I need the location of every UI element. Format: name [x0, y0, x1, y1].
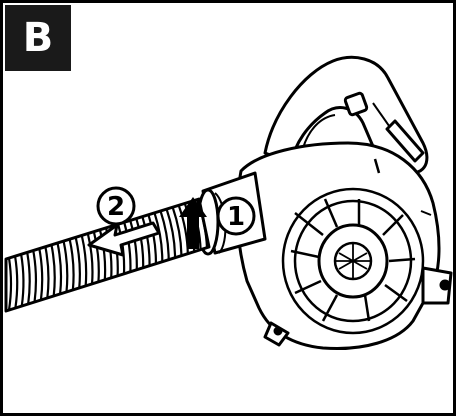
hose-rib	[38, 248, 44, 301]
hose-rib	[135, 218, 145, 269]
hose-rib	[7, 257, 13, 311]
hose-rib	[44, 246, 50, 299]
callout-1-number: 1	[227, 202, 245, 232]
intake-grille	[281, 187, 425, 335]
hose-rib	[92, 231, 100, 283]
hose-rib	[13, 255, 19, 309]
hose-rib	[74, 237, 81, 289]
hose-rib	[171, 207, 183, 257]
hose-rib	[177, 205, 189, 255]
hose-rib	[165, 209, 177, 259]
hose-rib	[80, 235, 88, 287]
flex-hose	[4, 197, 211, 313]
hose-rib	[129, 220, 138, 271]
hose-rib	[20, 254, 25, 307]
hose-rib	[26, 252, 31, 305]
hose-rib	[50, 244, 56, 297]
hose-rib	[141, 216, 151, 267]
hose-rib	[32, 250, 38, 303]
up-arrow	[179, 197, 207, 249]
hose-rib	[195, 199, 209, 249]
hose-rib	[147, 214, 158, 265]
hose-rib	[98, 229, 107, 281]
left-arrow	[87, 221, 161, 257]
hose-rib	[68, 239, 75, 291]
callout-1: 1	[216, 196, 256, 236]
hose-rib	[159, 210, 170, 261]
hose-rib	[56, 242, 63, 295]
hose-rib	[123, 222, 132, 273]
blower-handle	[263, 55, 429, 175]
hose-rib	[62, 240, 69, 293]
blower-diagram: 1 2	[4, 55, 453, 350]
hose-rib	[153, 212, 164, 263]
hose-rib	[86, 233, 94, 285]
callout-2: 2	[96, 186, 136, 226]
step-label-badge: B	[5, 5, 71, 71]
callout-2-number: 2	[107, 192, 125, 222]
